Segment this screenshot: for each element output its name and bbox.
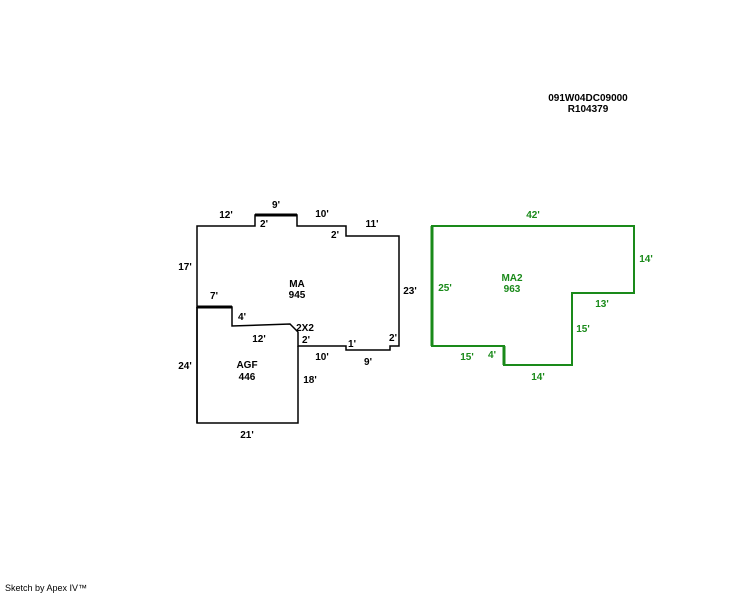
dim-step-2b: 2': [331, 230, 339, 241]
dim-corner-2x2: 2X2: [296, 323, 314, 334]
dim-left-24: 24': [178, 361, 192, 372]
dim-bottom-9: 9': [364, 357, 372, 368]
dim-top-9: 9': [272, 200, 280, 211]
dim-step-1: 1': [348, 339, 356, 350]
dim-bottom-10: 10': [315, 352, 329, 363]
agf-area: 446: [239, 372, 256, 383]
dim-ma2-right-15: 15': [576, 324, 590, 335]
dim-right-23: 23': [403, 286, 417, 297]
dim-ma2-right-14: 14': [639, 254, 653, 265]
ma2-outline: [431, 225, 635, 366]
dim-ma2-step-4: 4': [488, 350, 496, 361]
dim-step-2c: 2': [389, 333, 397, 344]
parcel-id: 091W04DC09000: [548, 93, 628, 104]
dim-ma2-bottom-14: 14': [531, 372, 545, 383]
dim-agf-21: 21': [240, 430, 254, 441]
footer-credit: Sketch by Apex IV™: [5, 583, 88, 593]
dim-inner-12: 12': [252, 334, 266, 345]
dim-step-2d: 2': [302, 335, 310, 346]
dim-ma2-top-42: 42': [526, 210, 540, 221]
dim-left-17: 17': [178, 262, 192, 273]
dim-top-10: 10': [315, 209, 329, 220]
dim-top-11: 11': [366, 219, 379, 230]
dim-inner-7: 7': [210, 291, 218, 302]
parcel-ref: R104379: [568, 104, 609, 115]
dim-top-12: 12': [219, 210, 233, 221]
ma2-label: MA2: [501, 273, 523, 284]
ma2-area: 963: [504, 284, 521, 295]
ma-label: MA: [289, 279, 305, 290]
dim-ma2-left-25: 25': [438, 283, 452, 294]
agf-outline: [196, 307, 299, 424]
dim-agf-18: 18': [303, 375, 317, 386]
dim-step-2a: 2': [260, 219, 268, 230]
dim-ma2-step-13: 13': [595, 299, 609, 310]
dim-inner-4: 4': [238, 312, 246, 323]
agf-label: AGF: [236, 360, 257, 371]
dim-ma2-bottom-15: 15': [460, 352, 474, 363]
ma-area: 945: [289, 290, 306, 301]
